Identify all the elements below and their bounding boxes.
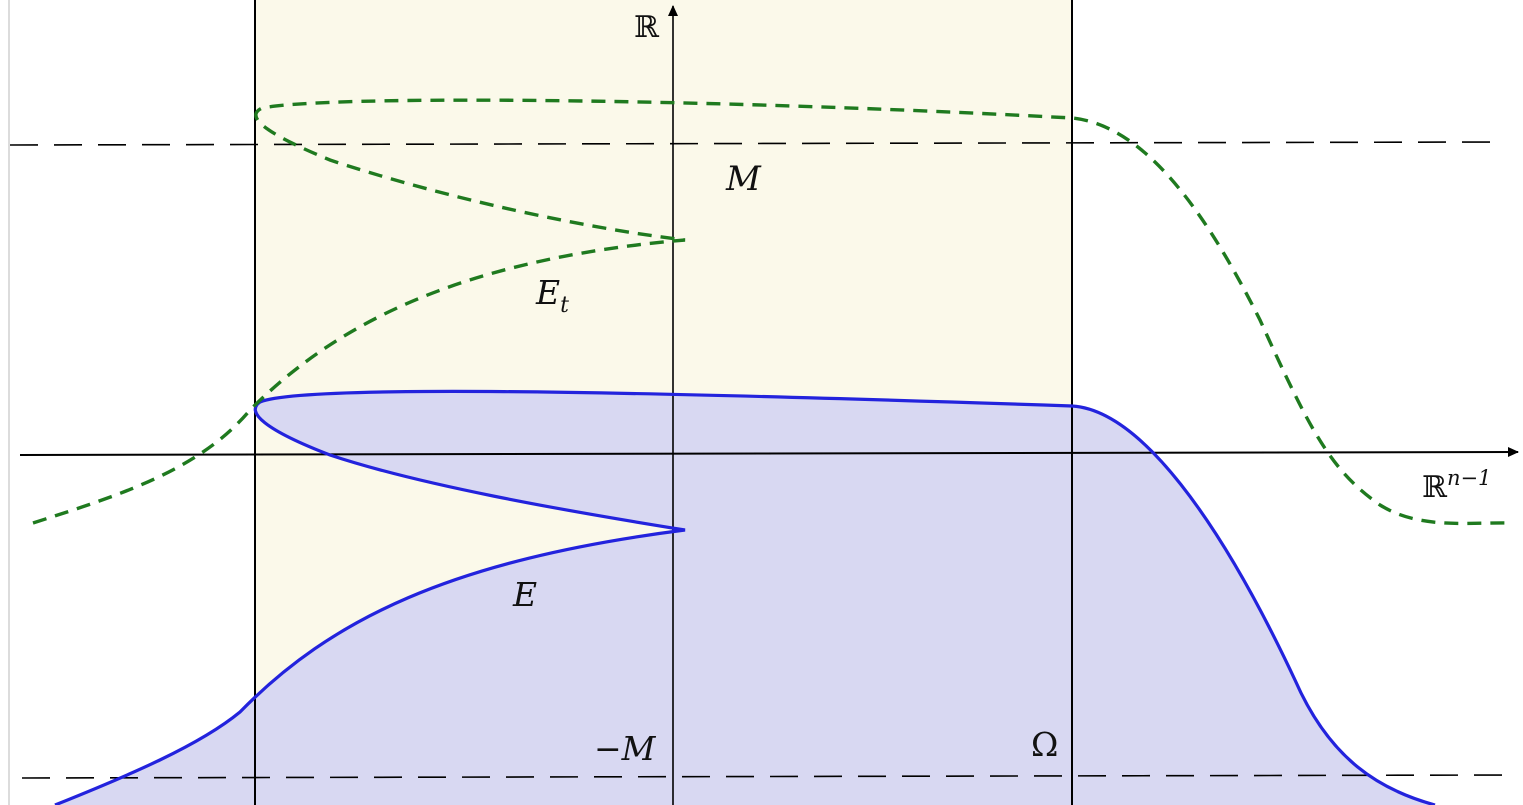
set-e-t-boundary xyxy=(32,98,1511,526)
set-e-t-label: Et xyxy=(535,273,569,318)
upper-bound-label: M xyxy=(725,159,762,199)
horizontal-axis-label: ℝn−1 xyxy=(1422,466,1491,505)
upper-bound-line xyxy=(9,141,1501,146)
vertical-axis-label: ℝ xyxy=(634,10,660,45)
omega-label: Ω xyxy=(1031,725,1058,764)
set-e-label: E xyxy=(512,575,537,614)
lower-bound-label: −M xyxy=(594,729,657,768)
set-e-region xyxy=(55,391,1435,805)
frame-left-edge xyxy=(8,0,10,805)
lower-bound-line xyxy=(21,774,1516,779)
horizontal-axis xyxy=(19,447,1519,458)
set-e-boundary xyxy=(54,389,1436,805)
